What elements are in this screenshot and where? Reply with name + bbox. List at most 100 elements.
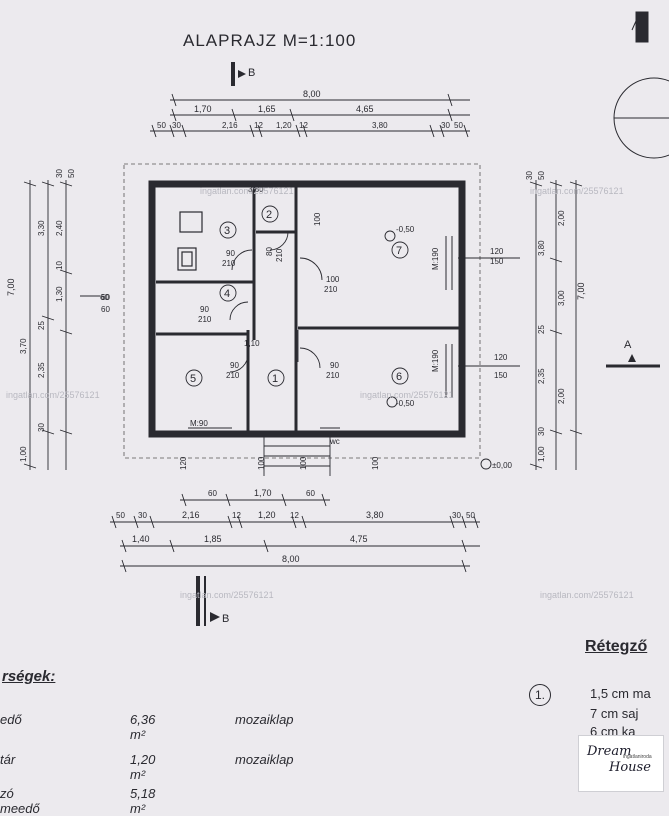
- svg-text:1,85: 1,85: [204, 534, 222, 544]
- dim-top-r3-6: 3,80: [372, 121, 388, 130]
- room-7-label: 7: [396, 245, 402, 257]
- inner-walls: [156, 186, 460, 432]
- svg-text:1,40: 1,40: [132, 534, 150, 544]
- svg-text:210: 210: [226, 371, 240, 380]
- dim-top-r3-0: 50: [157, 121, 166, 130]
- svg-text:3,70: 3,70: [19, 338, 28, 354]
- section-b-bottom-label: B: [222, 613, 229, 625]
- svg-text:120: 120: [179, 456, 188, 470]
- svg-text:M:190: M:190: [431, 247, 440, 270]
- svg-text:90: 90: [226, 249, 235, 258]
- layers-heading: Rétegző: [585, 638, 648, 655]
- svg-text:3,80: 3,80: [366, 510, 384, 520]
- svg-text:-0,50: -0,50: [396, 399, 415, 408]
- section-a-marker: A: [606, 339, 660, 368]
- svg-text:3,00: 3,00: [557, 290, 566, 306]
- dim-top-1: 1,70: [194, 104, 212, 114]
- dim-bottom-overall: 8,00: [282, 554, 300, 564]
- svg-text:1,30: 1,30: [55, 286, 64, 302]
- level-markers: [384, 230, 492, 470]
- section-a-label: A: [624, 339, 632, 351]
- svg-text:2,00: 2,00: [557, 210, 566, 226]
- dream-house-logo: Dream ingatlaniroda House: [578, 735, 664, 792]
- svg-text:80: 80: [265, 247, 274, 256]
- svg-text:-0,50: -0,50: [396, 225, 415, 234]
- svg-text:2,35: 2,35: [37, 362, 46, 378]
- svg-text:100: 100: [257, 456, 266, 470]
- svg-text:3,30: 3,30: [37, 220, 46, 236]
- svg-text:210: 210: [222, 259, 236, 268]
- svg-text:50: 50: [116, 511, 125, 520]
- section-b-top-marker: B: [231, 62, 255, 86]
- left-dimension-chains: [23, 180, 100, 470]
- svg-text:1,00: 1,00: [537, 446, 546, 462]
- plan-title: ALAPRAJZ M=1:100: [183, 31, 356, 50]
- svg-text:1,00: 1,00: [19, 446, 28, 462]
- svg-text:1,20: 1,20: [258, 510, 276, 520]
- svg-text:150: 150: [490, 257, 504, 266]
- svg-text:100: 100: [313, 212, 322, 226]
- room-schedule: rségek: edő 6,36 m² mozaiklap tár 1,20 m…: [0, 668, 294, 816]
- svg-text:210: 210: [326, 371, 340, 380]
- svg-text:30: 30: [537, 427, 546, 436]
- svg-text:M:90: M:90: [190, 419, 208, 428]
- dim-top-r3-4: 1,20: [276, 121, 292, 130]
- svg-text:210: 210: [275, 248, 284, 262]
- svg-text:1,10: 1,10: [244, 339, 260, 348]
- north-arrow: [613, 11, 669, 159]
- svg-text:100: 100: [299, 456, 308, 470]
- svg-text:210: 210: [324, 285, 338, 294]
- watermark-5: ingatlan.com/25576121: [180, 590, 274, 600]
- watermark-6: ingatlan.com/25576121: [540, 590, 634, 600]
- section-b-top-label: B: [248, 67, 255, 79]
- svg-text:7,00: 7,00: [576, 282, 586, 300]
- room-3-label: 3: [224, 225, 230, 237]
- svg-text:90: 90: [200, 305, 209, 314]
- svg-text:±0,00: ±0,00: [492, 461, 513, 470]
- room-4-label: 4: [224, 288, 230, 300]
- bottom-dimension-chains: [110, 493, 480, 573]
- watermark-2: ingatlan.com/25576121: [530, 186, 624, 196]
- layer-line: 1,5 cm ma: [590, 686, 651, 701]
- watermark-4: ingatlan.com/25576121: [360, 390, 454, 400]
- svg-text:50: 50: [466, 511, 475, 520]
- svg-text:1,70: 1,70: [254, 488, 272, 498]
- dim-top-r3-1: 30: [172, 121, 181, 130]
- svg-text:12: 12: [290, 511, 299, 520]
- room-6-label: 6: [396, 371, 402, 383]
- dim-top-r3-8: 50: [454, 121, 463, 130]
- svg-text:50: 50: [537, 171, 546, 180]
- svg-text:150: 150: [494, 371, 508, 380]
- right-dimension-chains: [458, 180, 583, 470]
- dim-left-overall: 7,00: [6, 278, 16, 296]
- svg-text:60: 60: [306, 489, 315, 498]
- svg-text:30: 30: [452, 511, 461, 520]
- layer-line: 7 cm saj: [590, 706, 639, 721]
- watermark-3: ingatlan.com/25576121: [6, 390, 100, 400]
- svg-text:90: 90: [230, 361, 239, 370]
- svg-text:60: 60: [101, 293, 110, 302]
- svg-text:2,00: 2,00: [557, 388, 566, 404]
- svg-text:210: 210: [198, 315, 212, 324]
- svg-text:60: 60: [101, 305, 110, 314]
- dim-top-overall: 8,00: [303, 89, 321, 99]
- opening-labels: 90 210 80 210 100 210 90 210 90 210 90 2…: [100, 185, 513, 470]
- room-schedule-heading: rségek:: [2, 668, 56, 685]
- svg-text:50: 50: [67, 169, 76, 178]
- svg-text:120: 120: [490, 247, 504, 256]
- dim-top-2: 1,65: [258, 104, 276, 114]
- svg-text:2,16: 2,16: [182, 510, 200, 520]
- dim-top-r3-2: 2,16: [222, 121, 238, 130]
- dim-top-r3-5: 12: [299, 121, 308, 130]
- top-dimension-chains: [150, 93, 470, 138]
- svg-text:100: 100: [326, 275, 340, 284]
- room-1-label: 1: [272, 373, 278, 385]
- svg-text:2,35: 2,35: [537, 368, 546, 384]
- svg-text:3,80: 3,80: [248, 185, 264, 194]
- svg-text:90: 90: [330, 361, 339, 370]
- svg-text:30: 30: [37, 423, 46, 432]
- door-swings: [229, 231, 323, 373]
- room-labels: 1 2 3 4 5 6 7: [185, 205, 409, 387]
- svg-text:25: 25: [37, 321, 46, 330]
